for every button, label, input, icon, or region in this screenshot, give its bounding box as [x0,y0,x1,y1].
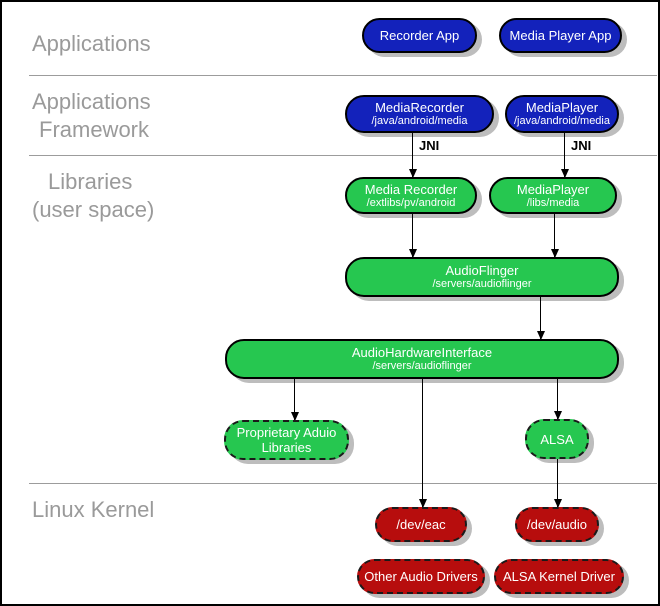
node-title: Media Player App [509,28,612,43]
section-label-applications: Applications [32,31,151,56]
node-title: ALSA [540,431,574,447]
section-label-libraries-line2: (user space) [32,197,155,222]
connector-jni-recorder [408,133,417,178]
node-title: /dev/eac [396,517,446,532]
connector-jni-player [560,133,569,178]
node-subtitle: /servers/audioflinger [372,360,472,372]
section-label-linux-kernel: Linux Kernel [32,497,155,522]
section-divider [29,483,657,484]
node-subtitle: /servers/audioflinger [432,278,532,290]
node-title: AudioFlinger [445,263,519,278]
node-title: Other Audio Drivers [364,569,478,584]
node-title: Recorder App [379,28,460,43]
node-recorder-app: Recorder App [362,18,477,53]
node-subtitle: /extlibs/pv/android [366,196,456,209]
connector-alsa-to-dev-audio [553,459,562,508]
section-divider [29,155,657,156]
node-title: Proprietary Aduio Libraries [236,425,337,455]
section-label-libraries-line1: Libraries [48,169,133,194]
connector-recorder-to-audioflinger [408,214,417,258]
node-other-audio-drivers: Other Audio Drivers [357,559,485,594]
section-label-framework-line1: Applications [32,89,151,114]
node-alsa: ALSA [525,419,589,459]
node-audiohardwareinterface: AudioHardwareInterface /servers/audiofli… [225,339,619,379]
node-mediaplayer-lib: MediaPlayer /libs/media [489,177,617,214]
section-divider [29,75,657,76]
node-title: MediaPlayer [525,100,599,115]
node-proprietary-audio-libraries: Proprietary Aduio Libraries [224,420,349,460]
connector-audioflinger-to-ahi [536,297,545,340]
node-alsa-kernel-driver: ALSA Kernel Driver [494,559,624,594]
node-dev-eac: /dev/eac [375,507,467,542]
connector-ahi-to-proprietary [290,379,299,421]
node-title: ALSA Kernel Driver [503,569,615,584]
node-audioflinger: AudioFlinger /servers/audioflinger [345,257,619,297]
node-subtitle: /libs/media [526,196,580,209]
jni-label-left: JNI [419,138,440,153]
connector-ahi-to-dev-eac [418,379,427,508]
node-dev-audio: /dev/audio [515,507,599,542]
jni-label-right: JNI [571,138,592,153]
node-subtitle: /java/android/media [513,115,610,127]
node-mediaplayer-framework: MediaPlayer /java/android/media [505,95,619,133]
node-title: /dev/audio [527,517,587,532]
node-title: AudioHardwareInterface [351,345,493,360]
node-title: MediaRecorder [375,100,464,115]
node-title: MediaPlayer [516,181,590,197]
section-label-framework-line2: Framework [39,117,150,142]
connector-player-to-audioflinger [550,214,559,258]
connector-ahi-to-alsa [553,379,562,420]
node-mediarecorder-framework: MediaRecorder /java/android/media [345,95,494,133]
node-title: Media Recorder [364,181,458,197]
node-subtitle: /java/android/media [371,115,468,127]
node-media-recorder-lib: Media Recorder /extlibs/pv/android [345,177,477,214]
node-media-player-app: Media Player App [499,18,622,53]
